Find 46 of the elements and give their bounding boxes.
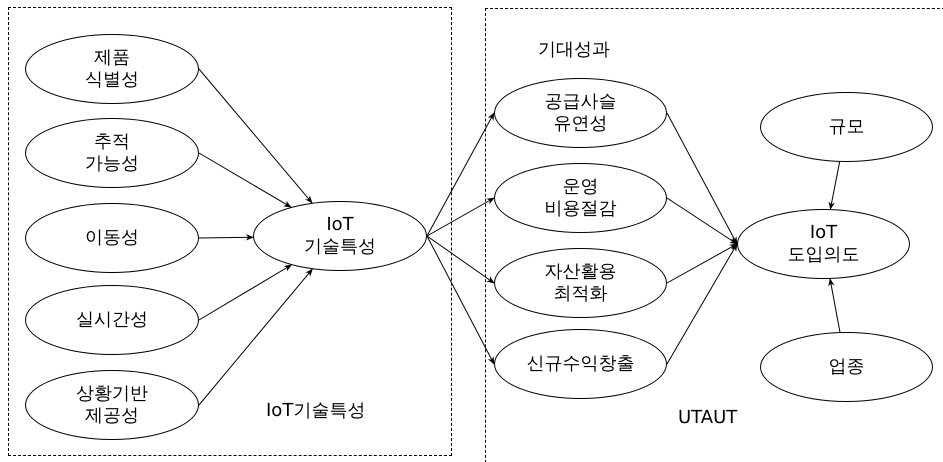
arrow — [426, 236, 494, 365]
construct-label: 추적 가능성 — [85, 130, 139, 176]
construct-label: 실시간성 — [76, 308, 148, 332]
construct-label: 제품 식별성 — [85, 46, 139, 92]
arrow — [426, 198, 495, 236]
construct-ellipse — [25, 118, 199, 188]
arrow — [198, 152, 292, 208]
construct-label: IoT 도입의도 — [788, 222, 860, 266]
group-label: UTAUT — [678, 407, 738, 428]
construct-label: 이동성 — [85, 226, 139, 250]
arrow — [666, 112, 738, 245]
construct-ellipse — [25, 203, 199, 273]
construct-ellipse — [737, 209, 910, 279]
arrow — [828, 161, 840, 210]
construct-ellipse — [760, 332, 933, 402]
arrow — [198, 264, 292, 320]
group-frame — [8, 7, 452, 456]
construct-ellipse — [253, 201, 427, 271]
construct-ellipse — [494, 248, 667, 318]
arrow — [198, 68, 313, 204]
construct-ellipse — [760, 92, 933, 162]
construct-ellipse — [494, 78, 667, 148]
construct-ellipse — [494, 163, 667, 233]
construct-label: 상황기반 제공성 — [76, 382, 148, 428]
arrow — [426, 236, 495, 284]
group-label: 기대성과 — [538, 38, 610, 61]
arrow — [666, 243, 738, 364]
group-frame — [485, 8, 943, 462]
construct-ellipse — [25, 285, 199, 355]
construct-ellipse — [25, 34, 199, 104]
construct-ellipse — [25, 370, 199, 440]
construct-label: IoT 기술특성 — [304, 214, 376, 258]
construct-label: 자산활용 최적화 — [544, 260, 616, 306]
construct-label: 규모 — [828, 116, 864, 138]
arrow — [828, 278, 840, 333]
construct-label: 업종 — [828, 356, 864, 378]
arrow — [426, 112, 494, 236]
arrow — [198, 234, 254, 241]
arrow — [198, 268, 313, 406]
construct-ellipse — [494, 329, 667, 399]
construct-label: 신규수익창출 — [526, 352, 634, 376]
group-label: IoT기술특성 — [266, 399, 366, 422]
construct-label: 공급사슬 유연성 — [544, 90, 616, 136]
arrow — [666, 244, 738, 284]
arrow — [666, 198, 738, 244]
construct-label: 운영 비용절감 — [544, 176, 616, 220]
